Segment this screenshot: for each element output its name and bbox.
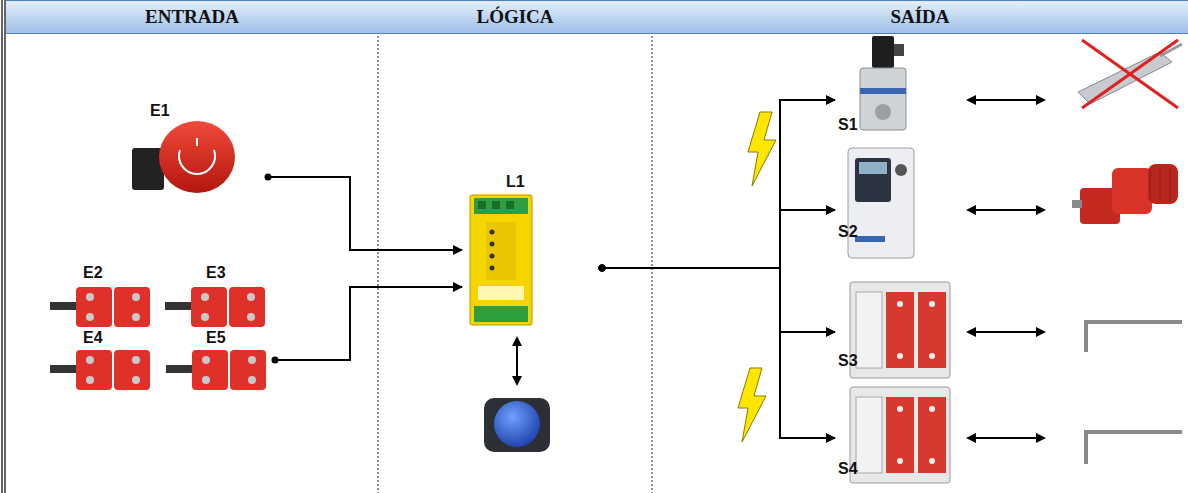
connector-dot [599,265,606,272]
connector-line [268,177,462,250]
lightning-bolt [738,368,766,442]
component-tag: E5 [206,329,226,347]
column-divider [652,0,653,493]
connector-line [275,287,462,360]
gear-motor [1072,164,1178,224]
component-tag: S3 [838,352,858,370]
connector-dot [599,265,606,272]
double-arrow [968,99,1044,101]
connector-dot [272,357,279,364]
contactor [850,282,950,378]
component-tag: E4 [83,329,103,347]
lightning-bolt [748,112,776,186]
component-tag: L1 [506,173,525,191]
component-tag: S4 [838,460,858,478]
reset-button [484,398,550,452]
column-title: ENTRADA [145,6,239,28]
column-header: ENTRADA [6,0,378,34]
safety-relay-node: L1 [462,170,602,330]
signal-connector [265,174,463,251]
connector-dot [265,174,272,181]
connector-line [602,210,835,268]
column-header: SAÍDA [652,0,1188,34]
safety-relay [470,195,532,325]
connector-line [602,100,835,268]
pneumatic-cylinder [1078,40,1182,108]
door-switch [165,287,265,327]
door-switch [50,287,150,327]
contactor-node: S3 [835,280,955,382]
component-tag: E2 [83,264,103,282]
door-switch-node: E3 [160,262,272,326]
column-header: LÓGICA [378,0,652,34]
emergency-stop [132,121,235,193]
component-tag: E3 [206,264,226,282]
solenoid-valve [860,36,906,130]
signal-connector [599,210,836,272]
door-switch-node: E5 [160,327,275,394]
emergency-stop-node: E1 [125,100,268,200]
door-switch [166,350,266,390]
signal-connector [599,100,836,272]
door-switch-node: E2 [45,262,155,326]
heating-element [1086,322,1182,352]
inverter-node: S2 [835,145,920,260]
double-arrow [968,437,1044,439]
frequency-inverter [848,148,914,258]
contactor-node: S4 [835,385,955,489]
frame-line [1,0,3,493]
component-tag: S1 [838,116,858,134]
double-arrow [968,209,1044,211]
double-arrow [968,331,1044,333]
signal-connector [599,265,836,333]
door-switch [50,350,150,390]
signal-connector [272,287,463,364]
valve-node: S1 [835,30,910,142]
connector-dot [599,265,606,272]
column-title: SAÍDA [890,6,949,28]
column-title: LÓGICA [476,6,553,28]
signal-connector [599,265,836,439]
connector-line [602,268,835,438]
heating-element [1086,432,1182,464]
connector-dot [599,265,606,272]
component-tag: E1 [150,102,170,120]
component-tag: S2 [838,223,858,241]
double-arrow [516,338,518,384]
contactor [850,387,950,483]
door-switch-node: E4 [45,327,155,394]
frame-line [4,0,6,493]
connector-line [602,268,835,332]
column-divider [378,0,379,493]
